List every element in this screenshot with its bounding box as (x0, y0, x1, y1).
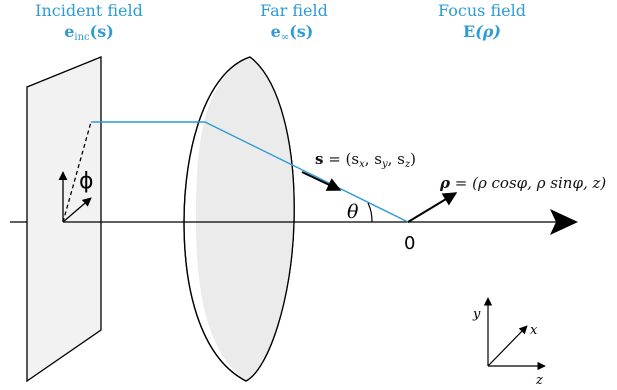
theta-label: θ (347, 201, 359, 223)
axis-y-label: y (472, 307, 481, 322)
origin-label: 0 (404, 233, 415, 254)
optical-axis-arrowhead (550, 209, 578, 235)
incident-field-symbol: einc(s) (64, 22, 114, 43)
rho-vector-label: ρ = (ρ cosφ, ρ sinφ, z) (439, 174, 606, 192)
rho-vector-arrow (407, 192, 458, 223)
focus-field-symbol: E(ρ) (463, 22, 501, 41)
s-vector-label: s = (sx, sy, sz) (315, 150, 416, 170)
s-vector-arrow (301, 171, 342, 191)
lens-shaded-surface (196, 57, 295, 381)
focus-field-title: Focus field (438, 1, 526, 20)
theta-arc (367, 202, 373, 223)
axis-z-label: z (535, 373, 543, 388)
far-field-symbol: e∞(s) (271, 22, 314, 43)
incident-field-title: Incident field (35, 1, 143, 20)
axis-x-arrow (487, 325, 528, 367)
plane-radial-vector (62, 197, 92, 223)
far-field-title: Far field (260, 1, 328, 20)
phi-label: ϕ (79, 169, 94, 194)
axis-x-label: x (530, 323, 538, 338)
plane-dashed-line (62, 121, 92, 223)
